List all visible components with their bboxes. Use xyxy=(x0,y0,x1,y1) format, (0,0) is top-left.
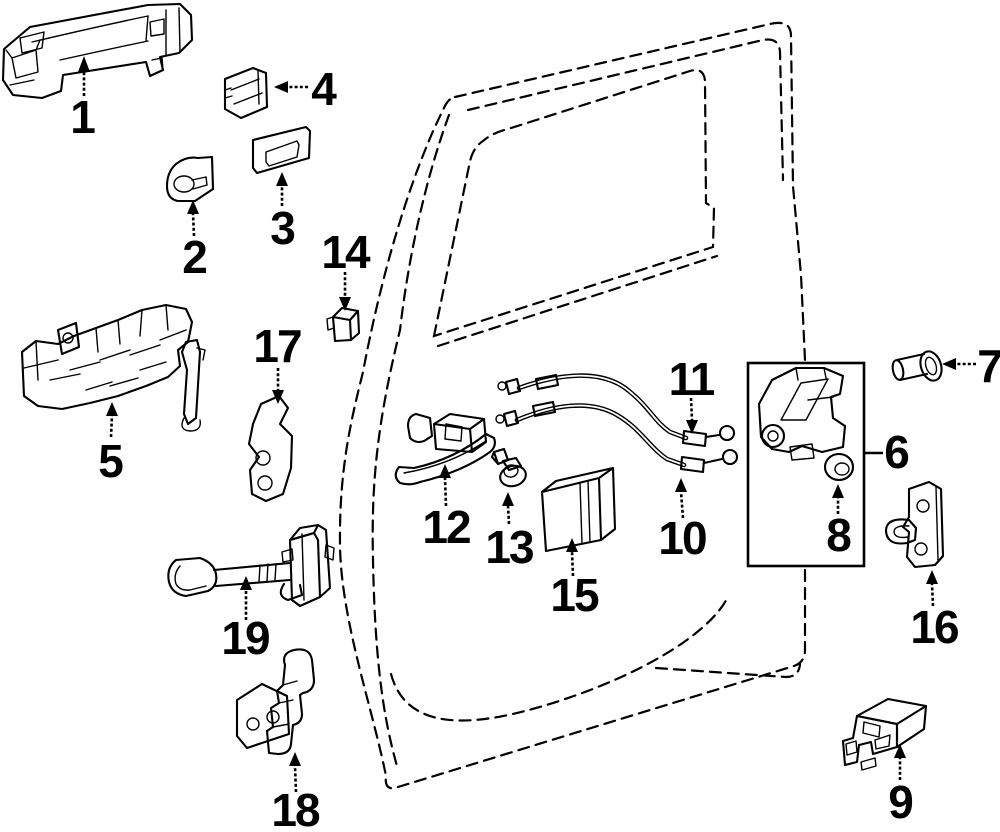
callout-arrow-14 xyxy=(339,272,351,311)
callout-arrow-17 xyxy=(272,368,284,404)
part-9-bracket xyxy=(841,697,928,771)
part-14-clip xyxy=(326,306,361,343)
door-outline xyxy=(338,21,807,790)
callout-1: 1 xyxy=(70,91,95,143)
callout-arrow-13 xyxy=(502,492,514,525)
part-6-frame xyxy=(746,361,866,568)
callout-6: 6 xyxy=(884,426,908,478)
part-13-screw xyxy=(490,447,527,488)
callout-arrow-19 xyxy=(240,576,252,620)
callout-18: 18 xyxy=(271,784,320,832)
part-8-grommet xyxy=(823,452,855,482)
callout-arrow-10 xyxy=(675,478,687,519)
callout-arrow-12 xyxy=(439,464,451,507)
part-18-hinge xyxy=(235,648,316,756)
part-1-exterior-handle xyxy=(1,2,194,100)
callout-8: 8 xyxy=(826,509,851,561)
part-4-bracket xyxy=(223,66,269,120)
callout-16: 16 xyxy=(910,601,958,653)
callout-arrow-18 xyxy=(289,752,301,793)
part-3-pad xyxy=(251,125,312,175)
callout-arrow-2 xyxy=(187,200,199,237)
part-5-handle-base xyxy=(20,303,206,432)
callout-arrow-11 xyxy=(686,397,698,434)
callout-9: 9 xyxy=(888,776,912,828)
callout-2: 2 xyxy=(182,231,206,283)
callout-arrow-9 xyxy=(894,744,906,780)
callout-arrow-4 xyxy=(274,81,308,93)
callout-14: 14 xyxy=(321,226,371,278)
callout-5: 5 xyxy=(98,435,123,487)
callout-19: 19 xyxy=(221,612,269,664)
part-2-cap xyxy=(165,155,215,203)
callout-arrow-3 xyxy=(276,172,288,206)
callout-4: 4 xyxy=(311,63,337,115)
part-6-lock-group xyxy=(746,361,866,568)
lock-cables-assembly xyxy=(495,373,739,474)
part-17-bracket xyxy=(247,394,294,503)
part-12-interior-handle xyxy=(394,412,496,486)
part-6-lock-assembly xyxy=(757,366,847,461)
part-19-door-check xyxy=(167,523,335,608)
callout-11: 11 xyxy=(669,353,715,405)
callout-arrow-8 xyxy=(832,484,844,514)
callout-arrow-7 xyxy=(942,358,976,370)
callout-arrows xyxy=(78,56,976,793)
part-7-bolt xyxy=(891,350,943,382)
part-15-module xyxy=(540,466,617,553)
callout-7: 7 xyxy=(977,340,1000,392)
callout-numbers: 1 2 3 4 5 6 7 8 9 10 11 12 13 14 15 16 1… xyxy=(70,63,1000,832)
callout-15: 15 xyxy=(550,569,599,621)
callout-3: 3 xyxy=(270,202,294,254)
part-16-striker xyxy=(884,480,945,569)
callout-arrow-1 xyxy=(78,56,90,96)
callout-arrow-16 xyxy=(926,570,938,607)
callout-17: 17 xyxy=(253,320,301,372)
part-11-cable-end xyxy=(497,373,736,448)
part-10-cable-end xyxy=(495,400,739,474)
callout-arrow-5 xyxy=(106,402,118,438)
callout-13: 13 xyxy=(485,521,533,573)
callout-10: 10 xyxy=(658,512,706,564)
callout-12: 12 xyxy=(422,501,470,553)
callout-arrow-15 xyxy=(566,538,578,577)
